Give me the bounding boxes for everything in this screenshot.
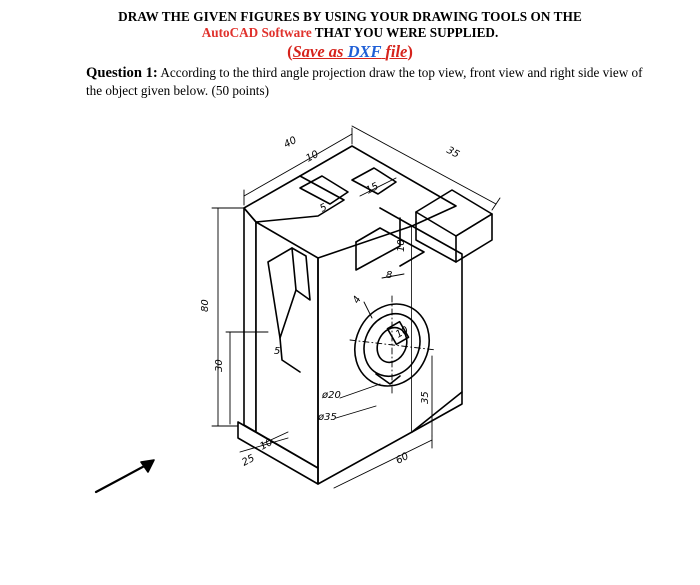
left-wall-front	[255, 221, 319, 469]
arrow-head	[140, 459, 155, 473]
dim-30-text: 30	[214, 359, 225, 372]
top-main-surface	[299, 145, 457, 227]
small-bore	[376, 326, 408, 364]
dim-35-top-text: 35	[445, 145, 461, 161]
dim-15-text: 15	[364, 181, 380, 197]
outer-bore	[354, 303, 430, 387]
center-lines	[349, 295, 437, 397]
instruction-line-2: AutoCAD Software THAT YOU WERE SUPPLIED.	[0, 25, 700, 41]
boss-front	[415, 211, 457, 263]
dim-80-text: 80	[200, 299, 211, 312]
dim-25-line	[239, 437, 289, 453]
save-format: DXF	[347, 42, 382, 61]
save-instruction: (Save as DXF file)	[0, 42, 700, 62]
dim-10-bottom-text: 10	[258, 437, 274, 453]
dim-40-ext	[243, 127, 353, 206]
question-text: According to the third angle projection …	[86, 65, 643, 98]
view-direction-arrow	[94, 459, 155, 494]
dim-60-line	[333, 439, 433, 489]
object-outline	[237, 145, 493, 485]
dim-80-ext	[211, 207, 245, 427]
left-arm-slot-depth	[291, 247, 311, 301]
dim-8-text: 8	[386, 270, 392, 281]
bore-bottom-edge	[375, 373, 401, 385]
save-paren-open: (	[287, 42, 293, 61]
left-wall-edge	[243, 207, 257, 433]
notch-step-1	[299, 175, 349, 205]
dim-35-top-ext	[491, 197, 501, 211]
leader-8	[381, 273, 405, 279]
dim-5-left-text: 5	[274, 346, 280, 357]
question-label: Question 1:	[86, 65, 158, 81]
dim-20-text: ø20	[321, 390, 341, 401]
dimension-lines	[211, 125, 501, 489]
dim-5-top-text: 5	[318, 202, 329, 215]
leader-35	[335, 405, 377, 419]
dim-40-text: 40	[282, 135, 298, 151]
dim-15-line	[359, 177, 397, 197]
top-left-surface	[243, 175, 345, 223]
main-right-face	[411, 225, 463, 433]
notch-step-2	[351, 167, 397, 195]
dim-25-text: 25	[240, 453, 256, 469]
question-1: Question 1: According to the third angle…	[86, 64, 646, 100]
dim-40-line	[243, 133, 353, 197]
dim-10-slot-text: 10	[396, 239, 407, 252]
dim-35-top-line	[351, 125, 497, 205]
dim-10-top-text: 10	[304, 149, 320, 165]
leader-4	[363, 301, 373, 319]
dim-10-line	[261, 431, 289, 445]
save-paren-close: )	[407, 42, 413, 61]
inner-bore	[363, 313, 421, 377]
dim-4-text: 4	[351, 294, 364, 305]
dimension-labels: 40 10 5 15 35 10 8 4 10 80 30 5 ø20 ø35 …	[200, 135, 461, 469]
leader-20	[339, 383, 381, 399]
save-as-text: Save as	[292, 42, 344, 61]
dim-35-hole-text: ø35	[317, 412, 337, 423]
save-file-text: file	[385, 42, 408, 61]
upper-block-front	[355, 217, 401, 271]
boss-top	[415, 189, 493, 237]
software-name: AutoCAD Software	[201, 25, 312, 40]
arrow-shaft	[94, 461, 152, 494]
assignment-header: DRAW THE GIVEN FIGURES BY USING YOUR DRA…	[0, 9, 700, 62]
instruction-line-1: DRAW THE GIVEN FIGURES BY USING YOUR DRA…	[118, 9, 582, 24]
instruction-line-2-rest: THAT YOU WERE SUPPLIED.	[311, 25, 499, 40]
left-arm-lower	[279, 337, 301, 373]
dim-35-right-text: 35	[420, 391, 431, 404]
upper-block-top	[355, 227, 425, 267]
right-bottom-edge	[411, 391, 463, 433]
boss-side	[455, 213, 493, 263]
dim-60-text: 60	[394, 451, 410, 467]
